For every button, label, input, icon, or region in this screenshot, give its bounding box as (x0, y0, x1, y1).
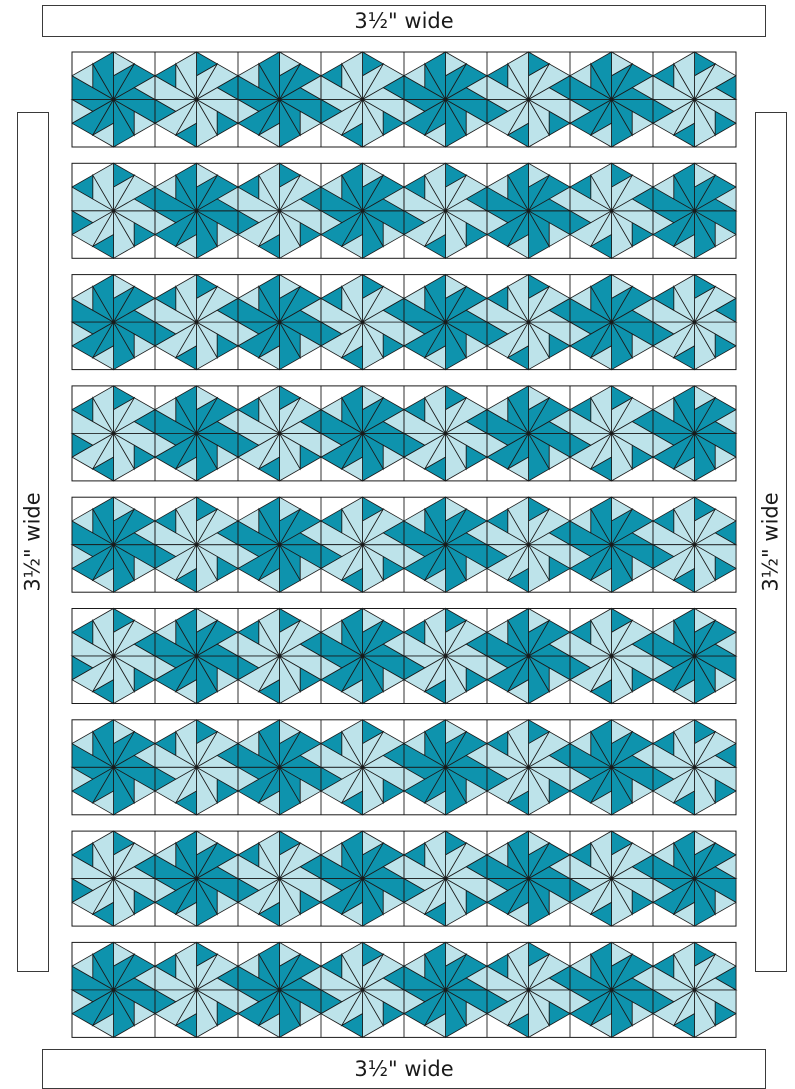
quilt-row (72, 275, 736, 370)
quilt-row (72, 386, 736, 481)
quilt-row (72, 609, 736, 704)
quilt-row (72, 497, 736, 592)
quilt-row (72, 163, 736, 258)
quilt-row (72, 942, 736, 1037)
quilt-row (72, 52, 736, 147)
quilt-row (72, 720, 736, 815)
quilt-row (72, 831, 736, 926)
